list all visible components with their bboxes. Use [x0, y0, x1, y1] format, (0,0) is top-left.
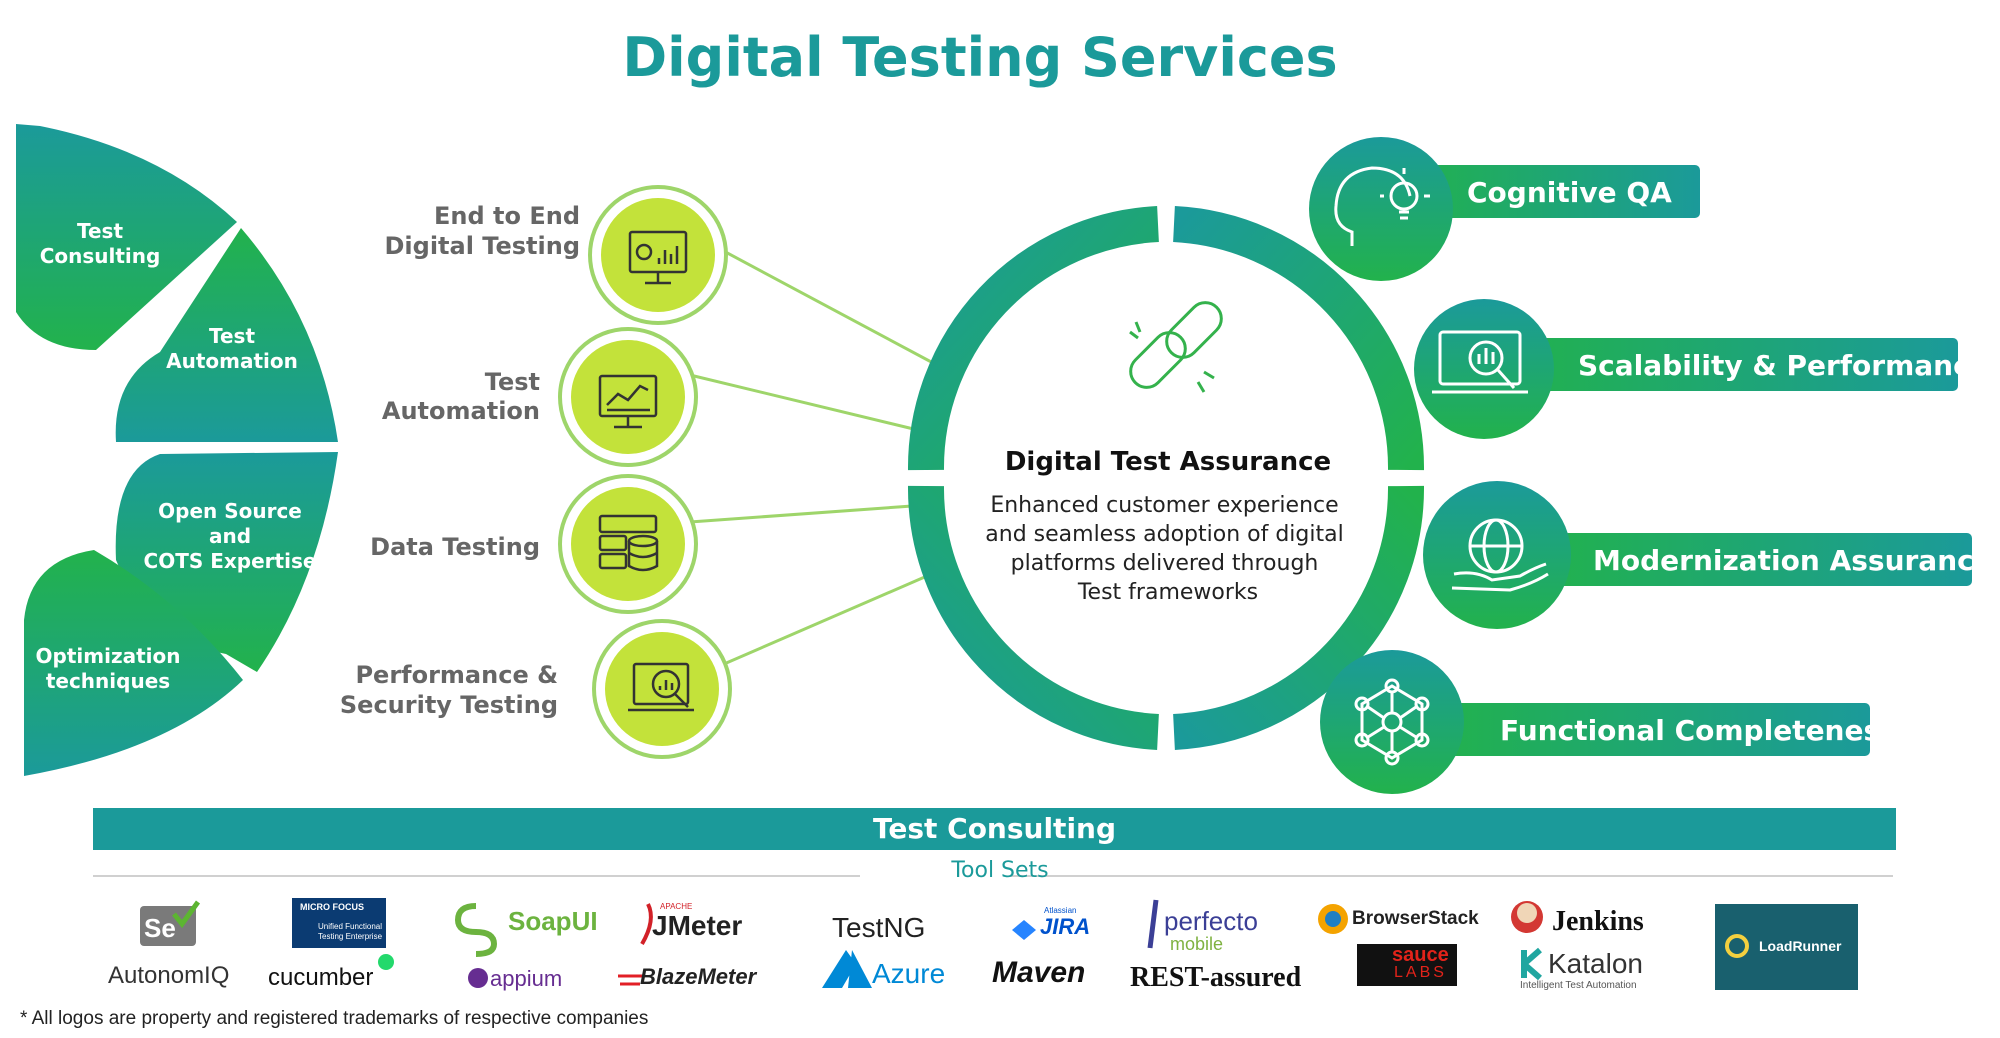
capability-label-functional: Functional Completeness [1500, 714, 1897, 747]
service-label-data-testing: Data Testing [370, 533, 540, 561]
logo-maven: Maven [992, 956, 1086, 989]
cucumber-logo-icon [378, 954, 394, 970]
toolsets-label: Tool Sets [951, 858, 1049, 883]
logo-jira: JIRA [1040, 914, 1091, 939]
logo-sauce-top: sauce [1392, 944, 1449, 966]
perfecto-logo-icon [1147, 899, 1159, 949]
capability-label-scalability: Scalability & Performance [1578, 349, 1989, 382]
selenium-logo-icon [140, 906, 196, 946]
trademark-footnote: * All logos are property and registered … [20, 1008, 649, 1029]
laptop-chart-icon [1432, 330, 1528, 394]
capability-label-cognitive-qa: Cognitive QA [1467, 176, 1672, 209]
logo-katalon: Katalon [1548, 948, 1643, 979]
logo-jenkins: Jenkins [1552, 906, 1644, 937]
logo-soapui: SoapUI [508, 906, 598, 936]
blazemeter-logo-icon [618, 974, 644, 986]
capability-functional[interactable]: Functional Completeness [1320, 650, 1897, 794]
fan-segment-test-automation[interactable] [115, 228, 338, 442]
capability-list: Cognitive QA Scalability & Performance [1309, 137, 1993, 794]
logo-jmeter: JMeter [652, 910, 743, 941]
service-node-performance[interactable] [592, 619, 732, 759]
logo-sauce-bottom: LABS [1394, 964, 1447, 981]
logo-loadrunner: LoadRunner [1759, 938, 1842, 954]
sauce-labs-logo-box [1357, 944, 1457, 986]
bottom-banner-test-consulting: Test Consulting [93, 808, 1896, 850]
logo-rest-assured: REST-assured [1130, 962, 1302, 993]
logo-uft-line2: Testing Enterprise [318, 932, 383, 941]
service-node-test-automation[interactable] [558, 327, 698, 467]
logo-appium: appium [490, 966, 563, 991]
center-ring [907, 206, 1425, 750]
logo-browserstack: BrowserStack [1352, 908, 1479, 929]
center-title: Digital Test Assurance [1005, 447, 1331, 477]
capability-label-modernization: Modernization Assurance [1593, 544, 1993, 577]
capability-cognitive-qa[interactable]: Cognitive QA [1309, 137, 1700, 281]
analytics-magnifier-icon [628, 662, 694, 712]
service-node-e2e[interactable] [588, 185, 728, 325]
logo-cucumber: cucumber [268, 964, 374, 991]
connector-lines [689, 246, 951, 666]
logo-autonomiq: AutonomIQ [108, 962, 230, 989]
database-server-icon [598, 514, 659, 572]
network-hexagon-icon [1354, 678, 1430, 766]
hand-globe-icon [1451, 518, 1549, 592]
logo-testng: TestNG [832, 912, 926, 943]
service-label-performance: Performance &Security Testing [340, 661, 558, 719]
logo-uft-brand: MICRO FOCUS [300, 902, 364, 912]
soapui-logo-icon [454, 903, 498, 957]
jira-logo-icon [1012, 920, 1036, 940]
fan-segment-test-consulting[interactable] [16, 124, 237, 350]
katalon-logo-icon [1521, 947, 1542, 981]
logo-perfecto-sub: mobile [1170, 934, 1224, 954]
logo-selenium-text: Se [144, 913, 176, 943]
capability-modernization[interactable]: Modernization Assurance [1423, 481, 1993, 629]
logo-blazemeter: BlazeMeter [640, 964, 757, 989]
logo-shapes [140, 898, 1543, 988]
page-title: Digital Testing Services [622, 26, 1337, 89]
jmeter-logo-icon [640, 903, 653, 946]
capability-scalability[interactable]: Scalability & Performance [1414, 299, 1989, 439]
azure-logo-icon [822, 950, 872, 988]
head-lightbulb-icon [1334, 166, 1430, 246]
logo-jira-small: Atlassian [1044, 906, 1077, 915]
fan-segment-optimization[interactable] [24, 550, 243, 776]
broken-link-icon [1129, 301, 1223, 393]
dashboard-monitor-icon [628, 230, 688, 285]
center-description: Enhanced customer experience and seamles… [985, 493, 1350, 605]
service-node-data-testing[interactable] [558, 474, 698, 614]
uft-logo-box [292, 898, 386, 948]
service-nodes [558, 185, 732, 759]
logo-jmeter-small: APACHE [660, 902, 693, 911]
appium-logo-icon [468, 968, 488, 988]
logo-katalon-sub: Intelligent Test Automation [1520, 980, 1637, 991]
chart-monitor-icon [598, 374, 658, 429]
logo-perfecto: perfecto [1164, 906, 1258, 936]
logo-uft-line1: Unified Functional [318, 922, 383, 931]
loadrunner-logo-box: LoadRunner [1715, 904, 1858, 990]
logo-azure: Azure [872, 958, 946, 989]
loadrunner-logo-icon [1725, 934, 1749, 958]
